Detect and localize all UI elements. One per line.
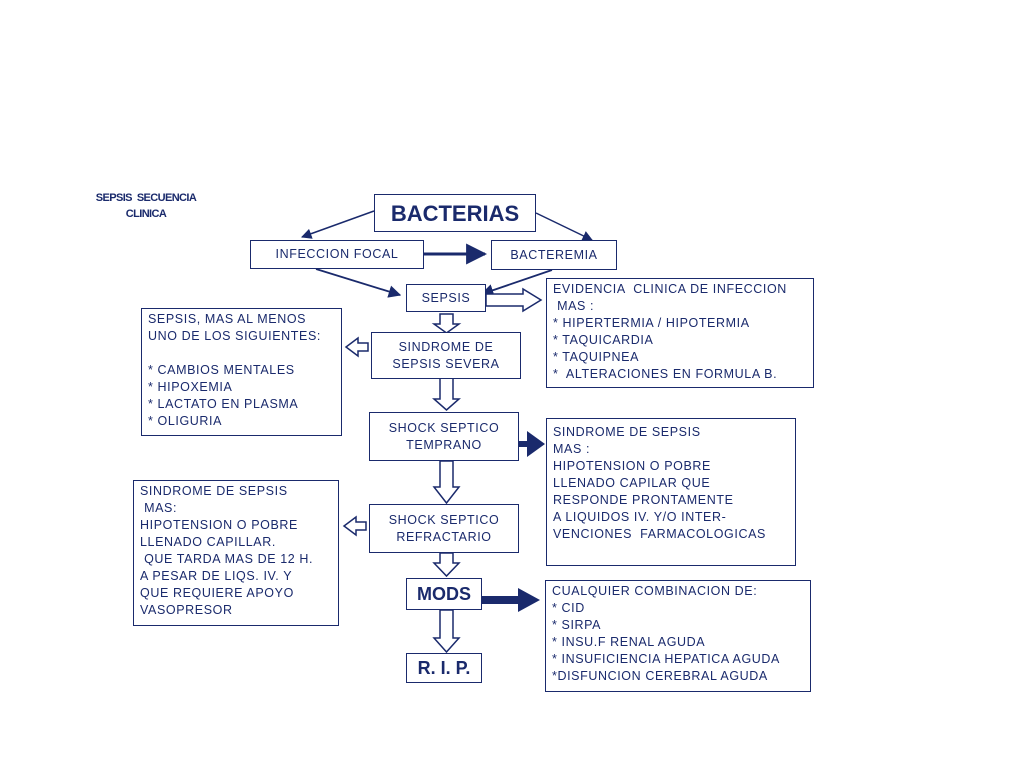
note-line: EVIDENCIA CLINICA DE INFECCION <box>553 282 787 296</box>
note-line: SINDROME DE SEPSIS <box>553 425 701 439</box>
note-line: * LACTATO EN PLASMA <box>148 397 299 411</box>
note-line: * INSUFICIENCIA HEPATICA AGUDA <box>552 652 780 666</box>
note-line: CUALQUIER COMBINACION DE: <box>552 584 758 598</box>
node-label: MODS <box>417 583 471 604</box>
solid-arrow-right <box>482 588 540 612</box>
note-line: VASOPRESOR <box>140 603 233 617</box>
note-line: RESPONDE PRONTAMENTE <box>553 493 734 507</box>
hollow-arrow-down <box>432 460 461 505</box>
node-sepsis: SEPSIS <box>406 284 486 312</box>
hollow-arrow-down <box>432 552 461 578</box>
arrow-bacterias-bacteremia <box>535 212 593 241</box>
hollow-arrow-down <box>432 609 461 654</box>
note-line: UNO DE LOS SIGUIENTES: <box>148 329 321 343</box>
hollow-arrow-down <box>432 377 461 411</box>
note-line <box>148 345 335 362</box>
note-line: *DISFUNCION CEREBRAL AGUDA <box>552 669 768 683</box>
note-sepsis-mas: SEPSIS, MAS AL MENOS UNO DE LOS SIGUIENT… <box>141 308 342 436</box>
note-line: MAS: <box>140 501 178 515</box>
note-line: * SIRPA <box>552 618 602 632</box>
node-label: REFRACTARIO <box>396 529 492 544</box>
note-line: * INSU.F RENAL AGUDA <box>552 635 706 649</box>
note-line: A LIQUIDOS IV. Y/O INTER- <box>553 510 727 524</box>
hollow-arrow-down <box>431 313 462 334</box>
node-label: BACTEREMIA <box>510 247 598 262</box>
arrow-infeccion-sepsis <box>315 268 402 298</box>
note-line: * TAQUIPNEA <box>553 350 640 364</box>
note-line: * HIPERTERMIA / HIPOTERMIA <box>553 316 750 330</box>
node-label: SHOCK SEPTICO <box>388 420 500 435</box>
node-label: SEPSIS SEVERA <box>392 356 500 371</box>
node-label: SEPSIS <box>421 290 471 305</box>
note-mods-descripcion: CUALQUIER COMBINACION DE: * CID * SIRPA … <box>545 580 811 692</box>
node-label: SINDROME DE <box>398 339 494 354</box>
note-evidencia-clinica: EVIDENCIA CLINICA DE INFECCION MAS : * H… <box>546 278 814 388</box>
node-bacterias: BACTERIAS <box>374 194 536 232</box>
note-line: QUE TARDA MAS DE 12 H. <box>140 552 314 566</box>
note-line: VENCIONES FARMACOLOGICAS <box>553 527 766 541</box>
node-label: BACTERIAS <box>390 200 520 226</box>
hollow-arrow-left <box>344 336 369 358</box>
note-line: SINDROME DE SEPSIS <box>140 484 288 498</box>
note-line: * HIPOXEMIA <box>148 380 233 394</box>
note-line: * CAMBIOS MENTALES <box>148 363 295 377</box>
note-refractario-descripcion: SINDROME DE SEPSIS MAS: HIPOTENSION O PO… <box>133 480 339 626</box>
node-label: INFECCION FOCAL <box>275 247 399 261</box>
arrow-bacterias-infeccion <box>301 210 375 239</box>
node-sindrome-sepsis-severa: SINDROME DE SEPSIS SEVERA <box>371 332 521 379</box>
node-label: TEMPRANO <box>406 437 482 452</box>
note-line: LLENADO CAPILAR QUE <box>553 476 711 490</box>
note-line: * OLIGURIA <box>148 414 223 428</box>
hollow-arrow-left <box>342 515 367 537</box>
title-line: SEPSIS SECUENCIA <box>95 192 197 204</box>
note-line: MAS : <box>553 442 591 456</box>
node-shock-septico-temprano: SHOCK SEPTICO TEMPRANO <box>369 412 519 461</box>
note-line: * CID <box>552 601 585 615</box>
note-line: A PESAR DE LIQS. IV. Y <box>140 569 293 583</box>
node-label: R. I. P. <box>417 657 471 678</box>
arrow-bacteremia-sepsis <box>480 269 553 297</box>
node-bacteremia: BACTEREMIA <box>491 240 617 270</box>
node-mods: MODS <box>406 578 482 610</box>
hollow-arrow-right <box>485 287 543 313</box>
note-line: * ALTERACIONES EN FORMULA B. <box>553 367 778 381</box>
node-shock-septico-refractario: SHOCK SEPTICO REFRACTARIO <box>369 504 519 553</box>
note-line: SEPSIS, MAS AL MENOS <box>148 312 307 326</box>
note-line: HIPOTENSION O POBRE <box>553 459 711 473</box>
note-line: * TAQUICARDIA <box>553 333 654 347</box>
note-temprano-descripcion: SINDROME DE SEPSIS MAS : HIPOTENSION O P… <box>546 418 796 566</box>
note-line: QUE REQUIERE APOYO <box>140 586 294 600</box>
node-infeccion-focal: INFECCION FOCAL <box>250 240 424 269</box>
node-rip: R. I. P. <box>406 653 482 683</box>
diagram-title: SEPSIS SECUENCIA CLINICA <box>76 190 216 222</box>
note-line: MAS : <box>553 299 595 313</box>
node-label: SHOCK SEPTICO <box>388 512 500 527</box>
solid-arrow-right <box>512 431 545 457</box>
note-line: LLENADO CAPILLAR. <box>140 535 276 549</box>
note-line: HIPOTENSION O POBRE <box>140 518 298 532</box>
title-line: CLINICA <box>125 208 167 220</box>
